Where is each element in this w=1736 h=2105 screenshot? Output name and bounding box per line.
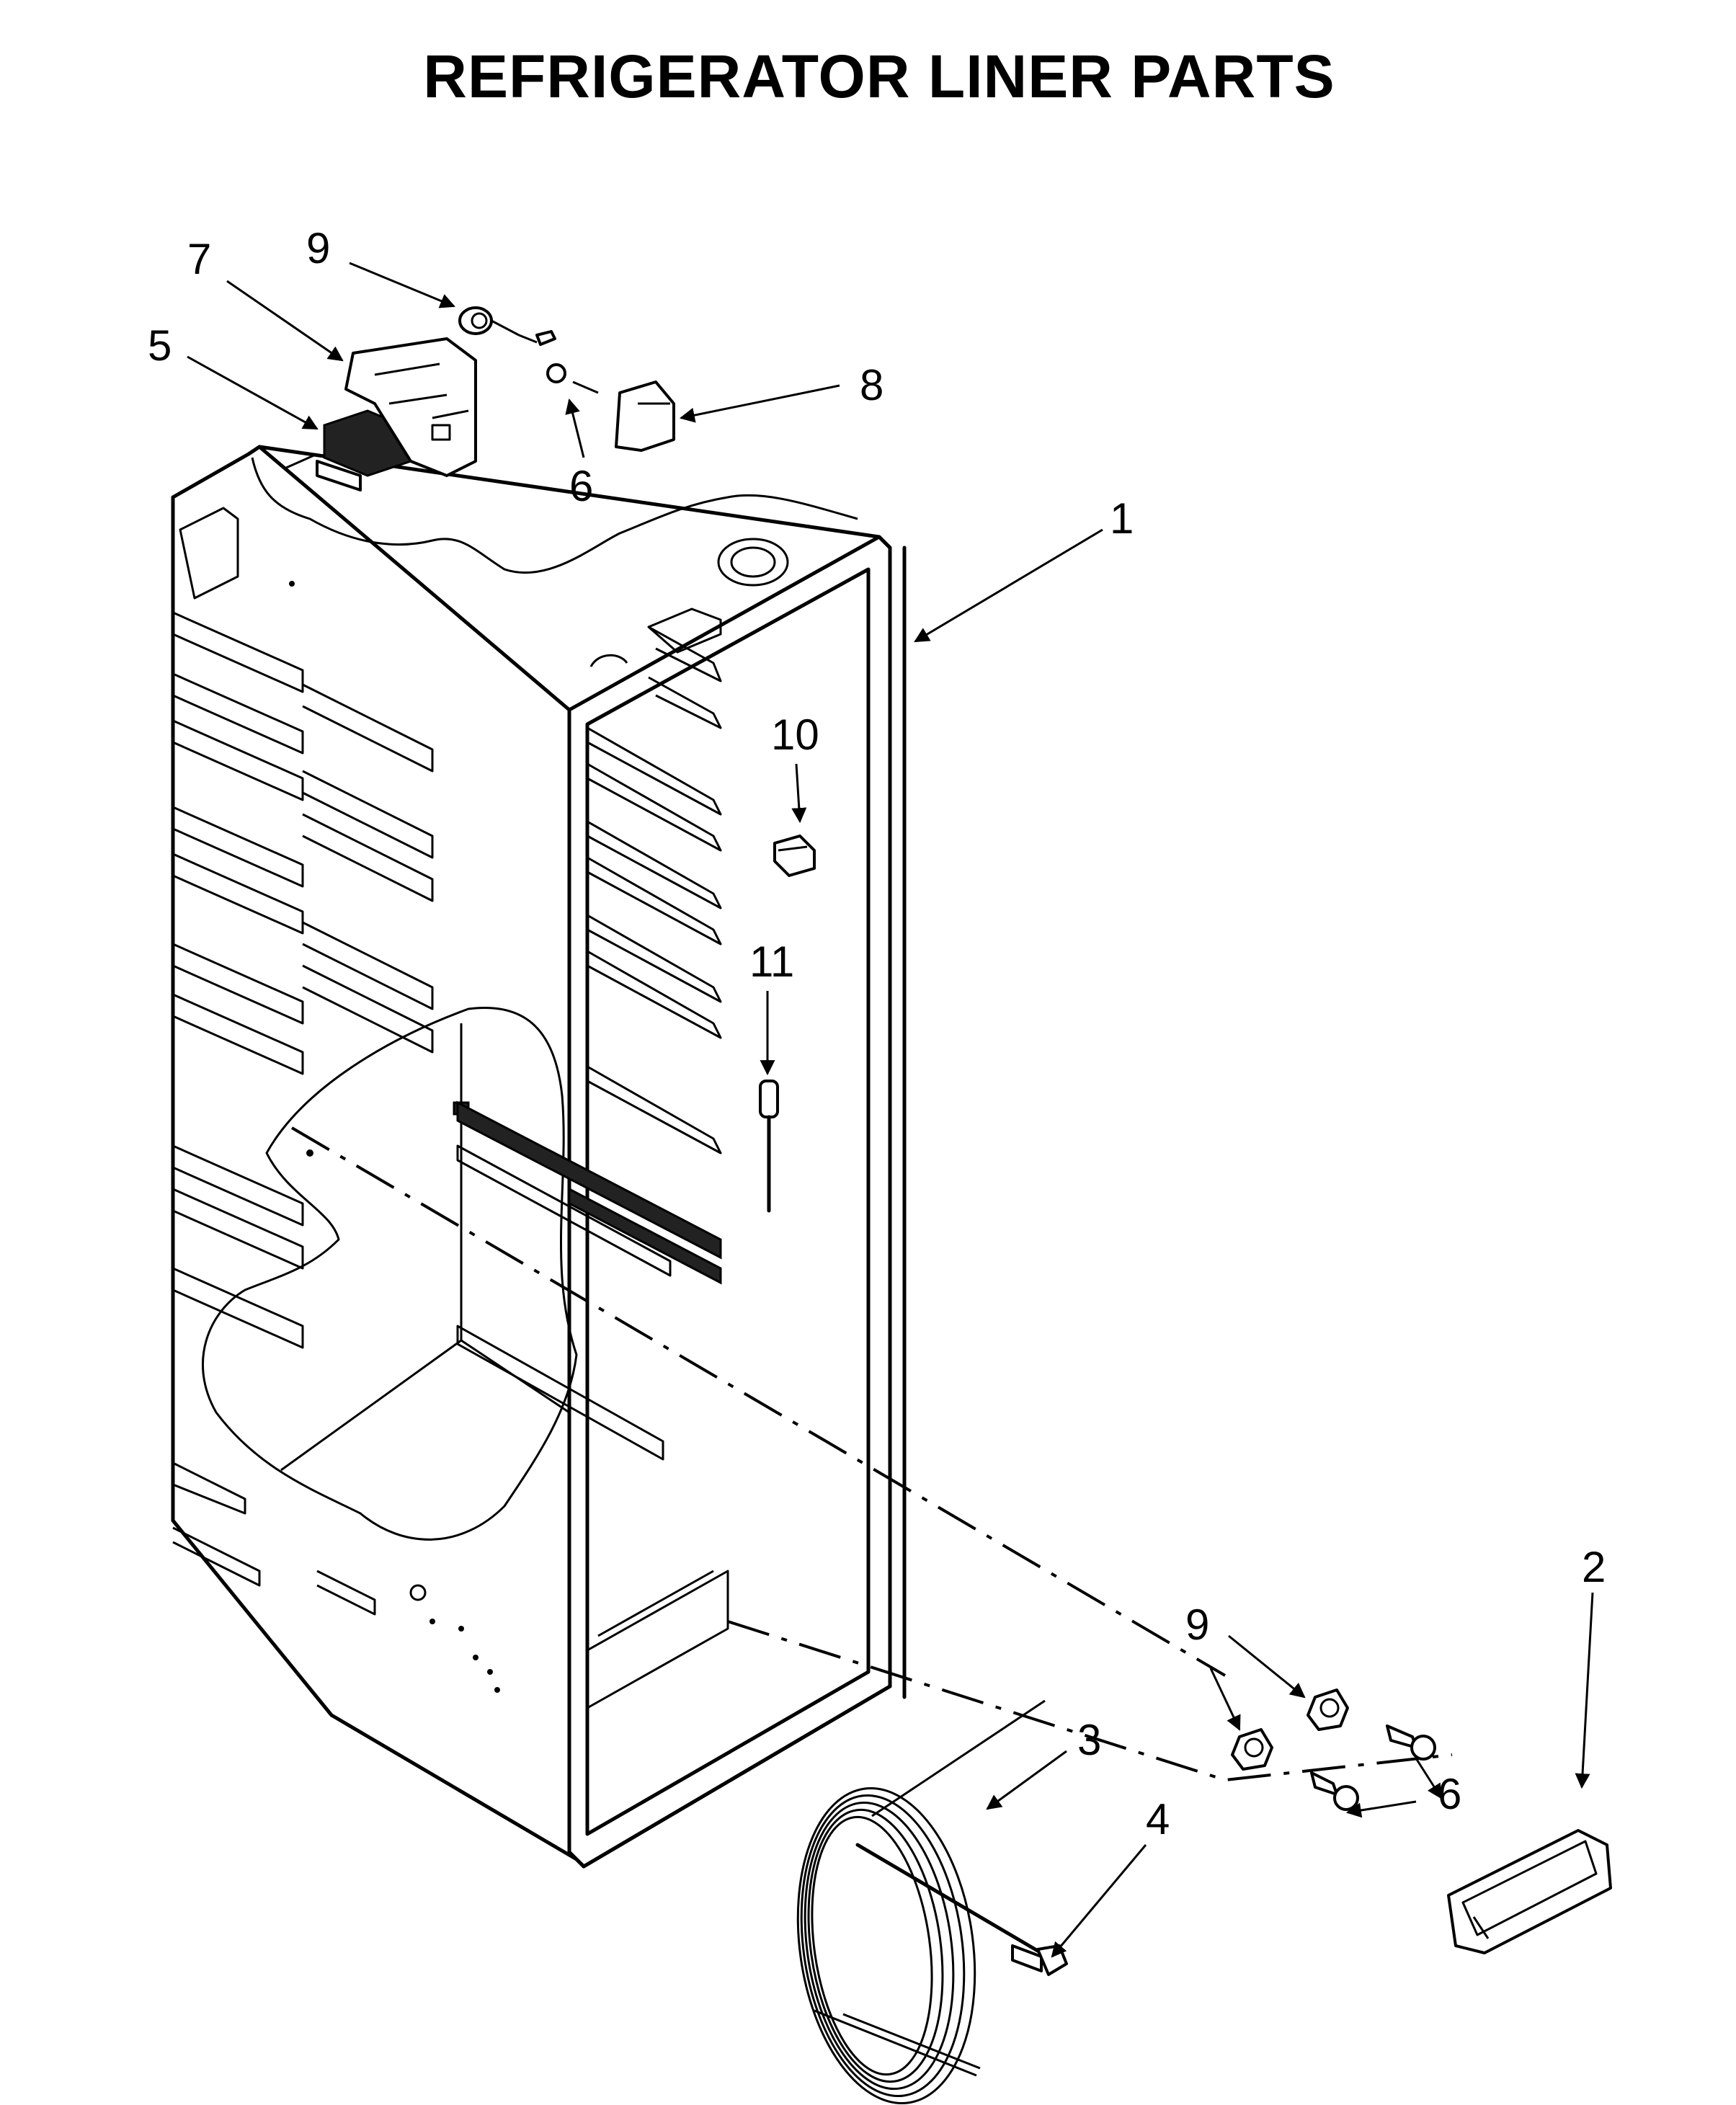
part-6-screws-bottom: [1310, 1725, 1436, 1811]
part-6-screw-top: [535, 330, 599, 394]
part-7-bracket: [344, 337, 477, 477]
part-3-tube-coil: [796, 1699, 1046, 2104]
assembly-line: [290, 1126, 1227, 1677]
left-shelf-rails: [172, 611, 434, 1515]
assembly-line-2: [727, 1620, 1453, 1782]
part-8-cover: [615, 380, 675, 452]
callout-9-top: 9: [306, 224, 330, 272]
callout-11: 11: [749, 938, 794, 986]
callout-6-bottom: 6: [1438, 1770, 1461, 1818]
callout-8: 8: [860, 361, 883, 409]
part-10-clip: [773, 835, 816, 877]
callout-6-top: 6: [569, 462, 593, 510]
part-9-nuts-bottom: [1231, 1688, 1349, 1771]
right-shelf-rails: [587, 626, 722, 1154]
callout-2: 2: [1582, 1543, 1606, 1591]
leader-arrows: [187, 262, 1594, 1958]
callout-3: 3: [1077, 1716, 1101, 1764]
part-2-cover: [1447, 1829, 1612, 1954]
part-11-sensor: [759, 1080, 779, 1213]
callout-5: 5: [148, 321, 172, 370]
callout-1: 1: [1110, 494, 1134, 543]
callout-4: 4: [1146, 1795, 1170, 1843]
callout-9-bottom: 9: [1185, 1601, 1209, 1649]
part-9-nut-top: [458, 306, 538, 344]
callout-7: 7: [187, 235, 211, 283]
page-title: REFRIGERATOR LINER PARTS: [423, 43, 1335, 110]
callout-10: 10: [771, 711, 819, 759]
liner-part-1: [171, 445, 907, 1869]
